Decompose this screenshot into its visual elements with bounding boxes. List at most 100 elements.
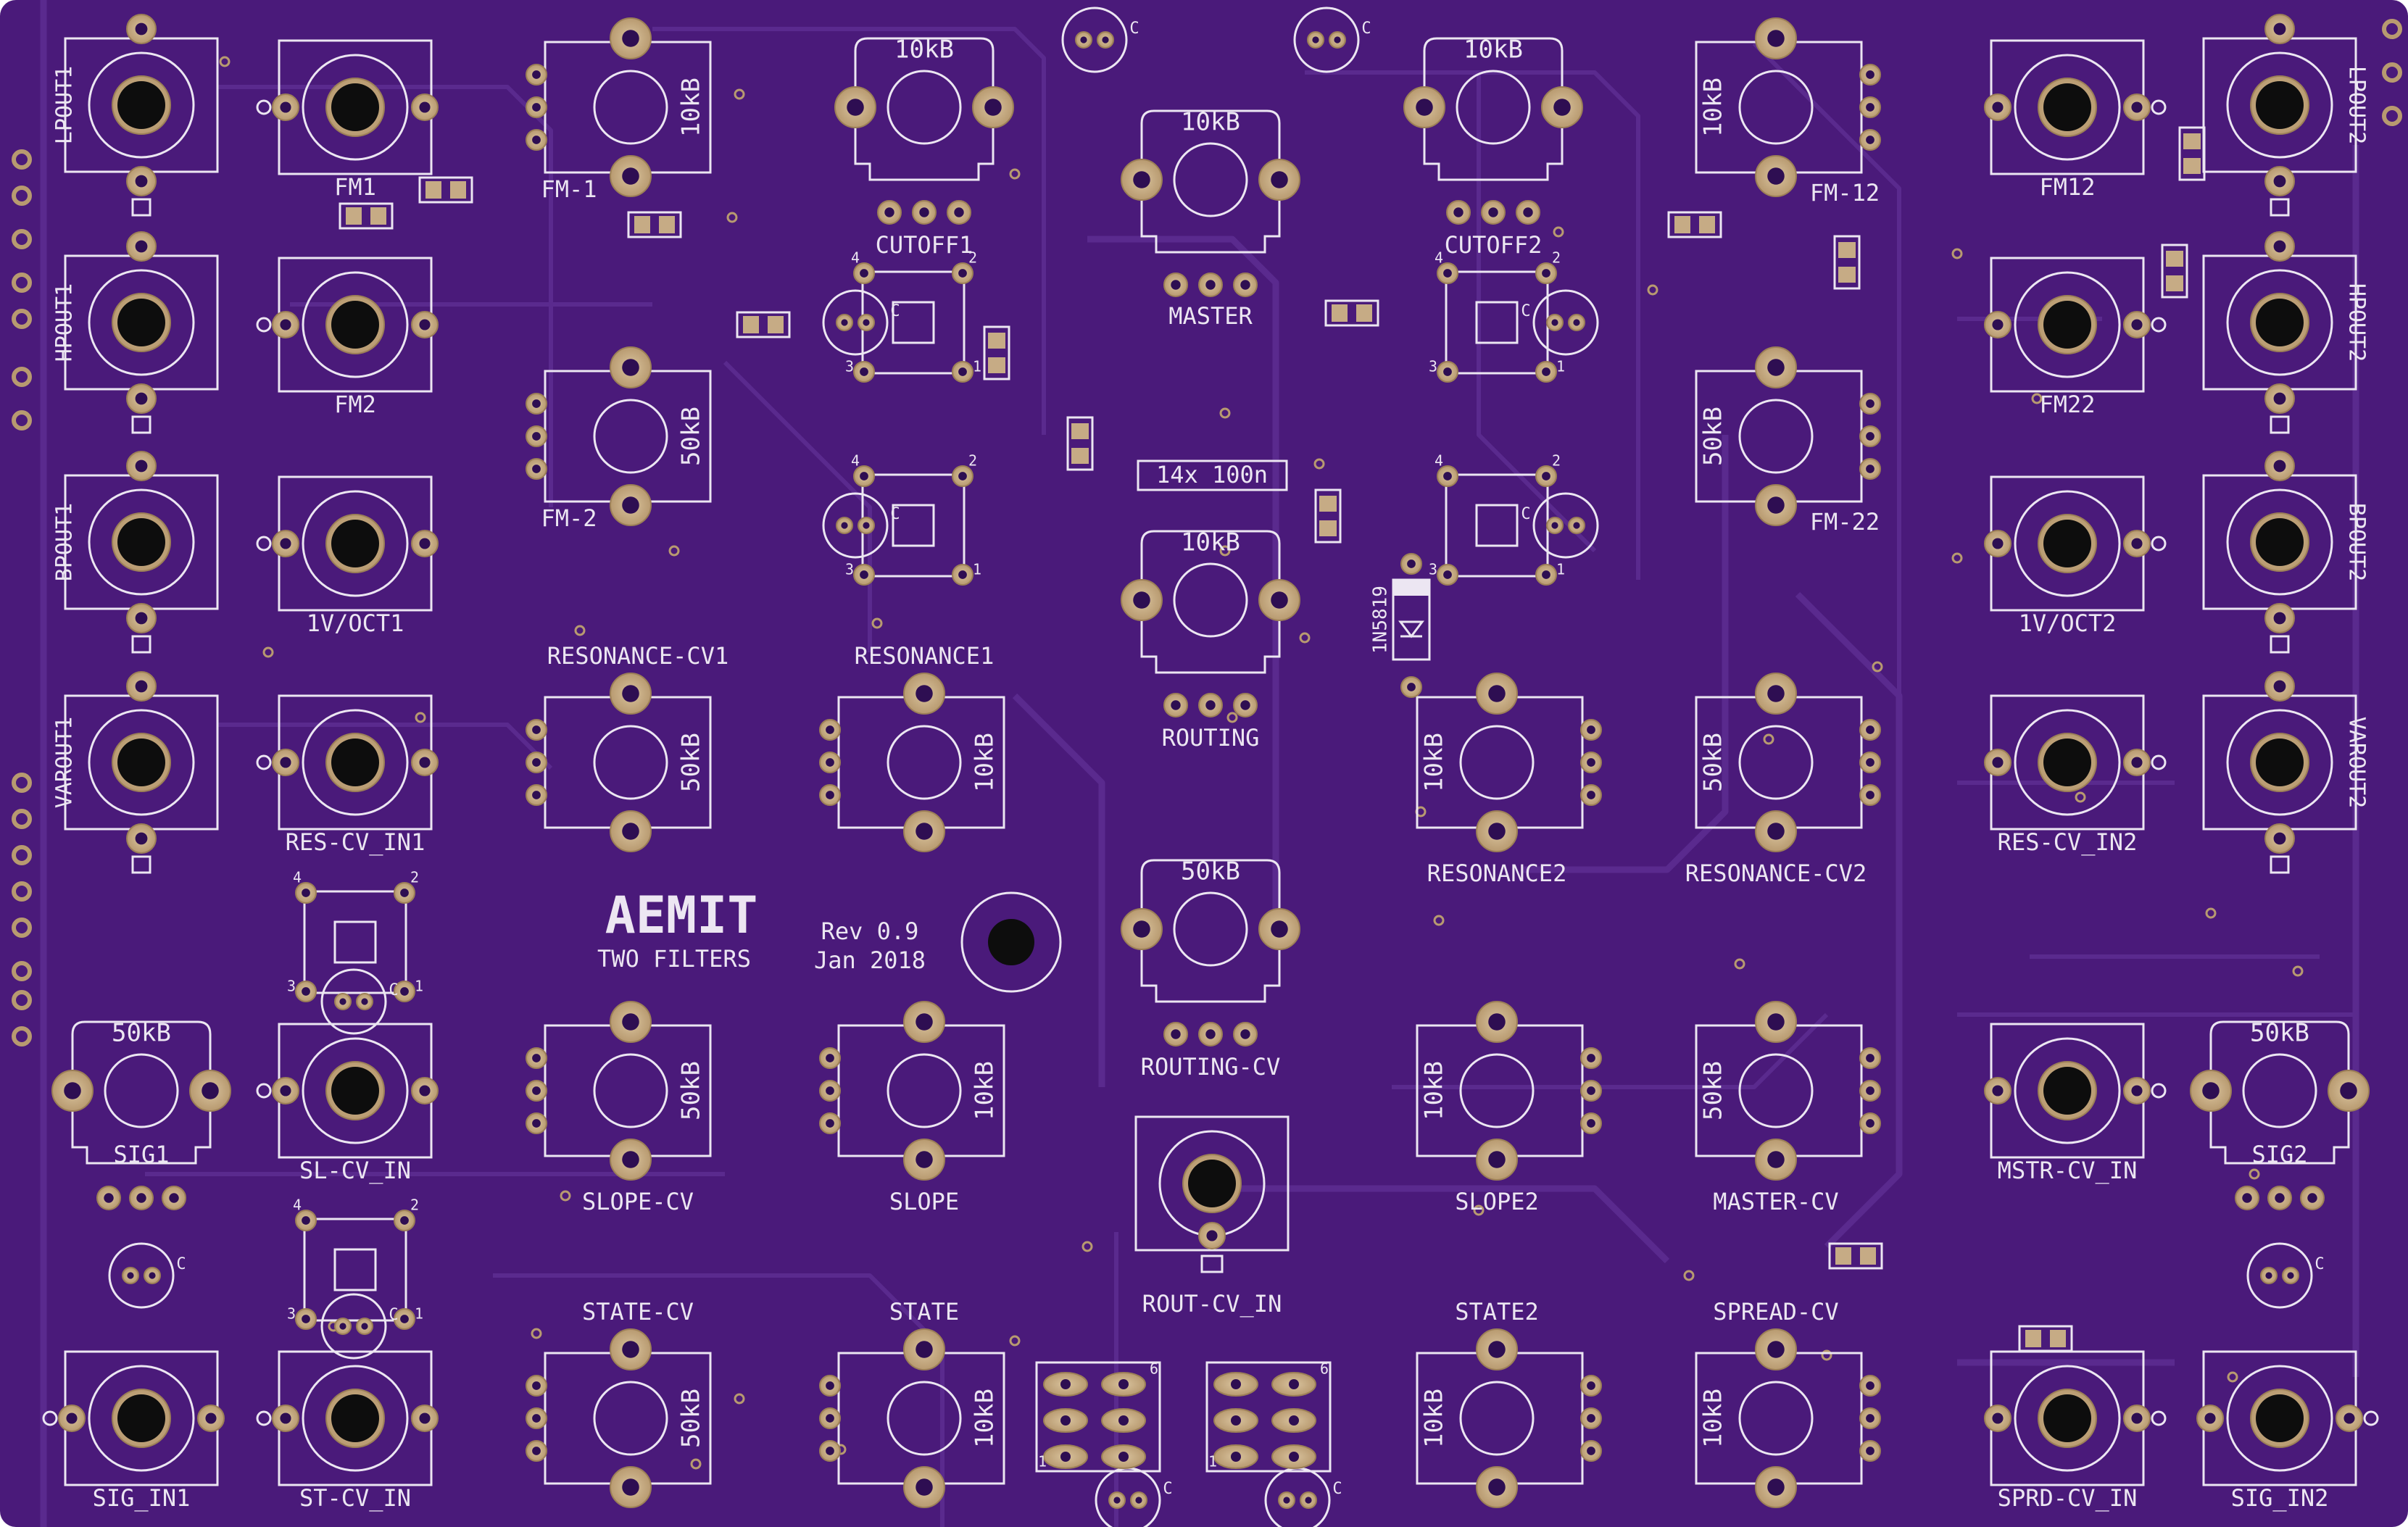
pot-state[interactable] — [837, 1352, 1005, 1485]
pad — [1516, 200, 1540, 225]
pad — [1403, 86, 1445, 128]
pad — [853, 361, 875, 383]
jack-pin — [2264, 451, 2295, 481]
jack-fm2[interactable] — [256, 257, 433, 393]
pot-rescv1p[interactable] — [544, 696, 712, 829]
pot-fm_12[interactable] — [1695, 41, 1863, 174]
pot-sig1[interactable] — [71, 1020, 212, 1165]
pin-number: 3 — [1429, 358, 1437, 375]
pot-fm_22[interactable] — [1695, 370, 1863, 503]
pot-res2[interactable] — [1416, 696, 1584, 829]
pot-routing[interactable] — [1140, 530, 1281, 674]
jack-rescv1[interactable] — [256, 694, 433, 831]
pot-res1[interactable] — [837, 696, 1005, 829]
pad — [1329, 31, 1346, 49]
jack-routcv[interactable] — [1134, 1115, 1290, 1273]
jack-fm12[interactable] — [1990, 39, 2167, 175]
pot-value: 10kB — [1420, 733, 1449, 792]
pot-fm_2[interactable] — [544, 370, 712, 503]
pad — [1476, 1328, 1518, 1370]
pot-routingcv[interactable] — [1140, 859, 1281, 1003]
pad — [947, 200, 971, 225]
jack-drill-hole — [117, 738, 165, 786]
pad — [1476, 1001, 1518, 1043]
pot-fm_1[interactable] — [544, 41, 712, 174]
pad — [295, 882, 317, 904]
jack-pin — [2336, 1405, 2363, 1432]
jack-v1oct1[interactable] — [256, 475, 433, 612]
pad — [1258, 579, 1300, 621]
jack-drill-hole — [2256, 299, 2304, 346]
polarity-marker: C — [1129, 20, 1139, 38]
pad — [610, 155, 652, 197]
switch-st[interactable] — [303, 1218, 407, 1322]
jack-drill-hole — [331, 1394, 379, 1442]
jack-pin — [411, 1077, 439, 1104]
smd-cap — [339, 202, 394, 230]
pad — [1546, 314, 1564, 331]
pad — [526, 129, 547, 151]
jack-pin — [2123, 530, 2151, 557]
pad — [1075, 31, 1092, 49]
pot-rescv2p[interactable] — [1695, 696, 1863, 829]
jack-pin — [58, 1405, 86, 1432]
via — [734, 88, 745, 100]
pot-master[interactable] — [1140, 109, 1281, 254]
trace — [1522, 435, 1729, 873]
pad — [1163, 693, 1188, 717]
pad — [1307, 31, 1324, 49]
brand-logo: AEMIT — [605, 886, 758, 945]
pot-slope[interactable] — [837, 1024, 1005, 1157]
pad — [334, 1318, 352, 1335]
jack-varout1[interactable] — [64, 694, 219, 874]
smd-cap — [1066, 416, 1094, 471]
via — [2031, 393, 2043, 404]
pot-cutoff2[interactable] — [1423, 37, 1564, 181]
jack-fm1[interactable] — [256, 39, 433, 175]
jack-bpout1[interactable] — [64, 474, 219, 654]
header-pin — [12, 309, 32, 329]
pot-mastercv[interactable] — [1695, 1024, 1863, 1157]
jack-pin — [2264, 14, 2295, 44]
jack-slcv[interactable] — [256, 1023, 433, 1159]
smd-cap — [627, 211, 682, 238]
pot-value: 10kB — [1699, 78, 1728, 137]
pot-sig2[interactable] — [2209, 1020, 2350, 1165]
trace — [493, 1273, 944, 1527]
jack-pin — [2264, 383, 2295, 414]
jack-lpout1[interactable] — [64, 37, 219, 217]
pad — [1580, 752, 1602, 773]
pad — [853, 465, 875, 487]
jack-v1oct2[interactable] — [1990, 475, 2167, 612]
pad — [836, 314, 853, 331]
smd-cap — [2161, 244, 2188, 299]
pot-cutoff1[interactable] — [854, 37, 995, 181]
pot-spreadcv[interactable] — [1695, 1352, 1863, 1485]
via — [262, 646, 274, 658]
jack-varout2[interactable] — [2202, 694, 2357, 874]
jack-drill-hole — [117, 299, 165, 346]
pad — [1541, 86, 1583, 128]
pad — [1580, 1080, 1602, 1102]
led-left — [108, 1242, 175, 1309]
smd-cap — [983, 325, 1010, 380]
pot-slopecv[interactable] — [544, 1024, 712, 1157]
via — [1433, 915, 1445, 926]
pad — [1859, 129, 1881, 151]
pin-number: 3 — [845, 358, 854, 375]
via — [690, 1458, 702, 1470]
jack-pin — [197, 1405, 225, 1432]
pot-label: ROUTING — [1162, 724, 1260, 752]
jack-mstrcv[interactable] — [1990, 1023, 2167, 1159]
pad — [1755, 673, 1797, 715]
jack-rescv2[interactable] — [1990, 694, 2167, 831]
jack-pin — [411, 530, 439, 557]
pad — [903, 1139, 945, 1181]
jack-label: BPOUT2 — [2344, 503, 2370, 581]
pot-state2[interactable] — [1416, 1352, 1584, 1485]
pot-statecv[interactable] — [544, 1352, 712, 1485]
switch-sl[interactable] — [303, 890, 407, 994]
pot-value: 10kB — [1464, 36, 1523, 65]
pot-slope2[interactable] — [1416, 1024, 1584, 1157]
via — [1219, 545, 1231, 557]
